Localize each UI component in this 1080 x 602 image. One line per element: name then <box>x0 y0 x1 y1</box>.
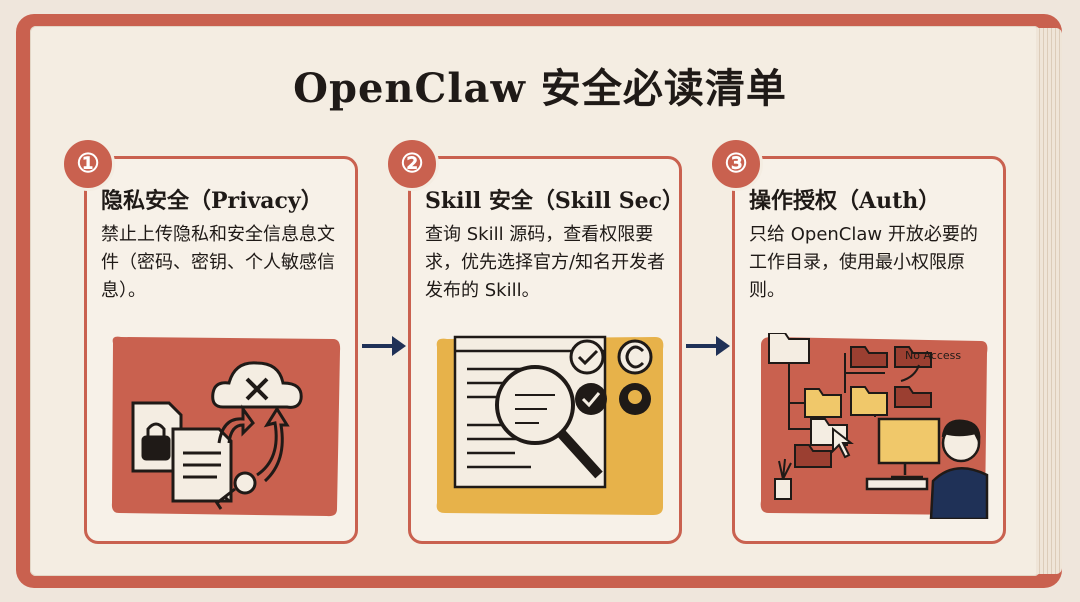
page-title: OpenClaw 安全必读清单 <box>293 65 787 112</box>
page-edge <box>1036 28 1062 574</box>
step-number-1: ① <box>61 137 115 191</box>
verified-check-icon <box>575 383 607 415</box>
cloud-x-icon <box>211 361 303 409</box>
no-access-label: No Access <box>905 349 961 362</box>
arrow-right-icon <box>362 336 406 356</box>
key-icon <box>214 471 257 510</box>
step-number-2: ② <box>385 137 439 191</box>
arrow-right-icon <box>686 336 730 356</box>
card-skill-security: ② Skill 安全（Skill Sec） 查询 Skill 源码，查看权限要求… <box>385 137 685 544</box>
card-body: 查询 Skill 源码，查看权限要求，优先选择官方/知名开发者发布的 Skill… <box>425 224 666 301</box>
magnifier-icon <box>495 365 603 479</box>
skill-illustration <box>431 333 667 519</box>
copyright-icon <box>617 339 653 375</box>
illustration-background <box>760 337 988 516</box>
upload-arrows-icon <box>217 404 290 483</box>
step-number-3: ③ <box>709 137 763 191</box>
auth-illustration: No Access <box>755 333 991 519</box>
privacy-illustration <box>107 333 343 519</box>
card-auth: ③ 操作授权（Auth） 只给 OpenClaw 开放必要的工作目录，使用最小权… <box>709 137 1006 544</box>
card-heading: 操作授权（Auth） <box>749 188 941 214</box>
person-avatar <box>929 419 989 519</box>
folder-tree-icon <box>768 333 932 468</box>
computer-icon <box>865 417 941 491</box>
plant-icon <box>774 458 792 500</box>
github-icon <box>619 383 651 415</box>
lock-file-icon <box>131 401 183 473</box>
document-icon <box>171 427 233 503</box>
card-body: 只给 OpenClaw 开放必要的工作目录，使用最小权限原则。 <box>749 224 978 301</box>
cursor-icon <box>832 426 854 459</box>
card-body: 禁止上传隐私和安全信息息文件（密码、密钥、个人敏感信息）。 <box>101 224 335 301</box>
card-heading: 隐私安全（Privacy） <box>101 188 323 214</box>
card-privacy: ① 隐私安全（Privacy） 禁止上传隐私和安全信息息文件（密码、密钥、个人敏… <box>61 137 358 544</box>
card-heading: Skill 安全（Skill Sec） <box>425 188 685 214</box>
verified-badge-icon <box>569 339 605 375</box>
